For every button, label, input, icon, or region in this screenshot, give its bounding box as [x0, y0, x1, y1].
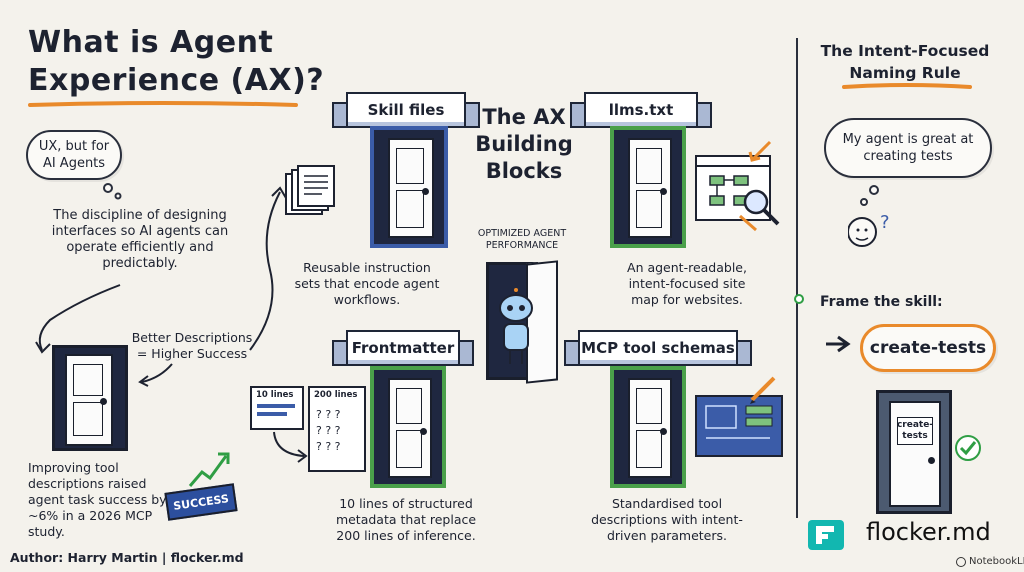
svg-text:? ? ?: ? ? ? — [316, 408, 341, 421]
svg-text:? ? ?: ? ? ? — [316, 424, 341, 437]
site-map-icon — [695, 140, 780, 232]
checkmark-icon — [955, 435, 981, 461]
trend-up-icon — [188, 452, 230, 487]
building-blocks-heading: The AX Building Blocks — [475, 105, 573, 183]
arrow-right-thick-icon — [826, 335, 851, 353]
ux-bubble-text: UX, but for AI Agents — [38, 139, 110, 171]
mcp-banner: MCP tool schemas — [564, 330, 752, 366]
notebook-icon — [956, 556, 966, 567]
arrow-right-icon — [273, 431, 308, 463]
skill-name-bubble: create-tests — [860, 324, 996, 372]
documents-icon — [285, 165, 335, 215]
doc-10-lines-label: 10 lines — [256, 390, 294, 400]
mcp-desc: Standardised tool descriptions with inte… — [591, 496, 743, 543]
llms-txt-banner: llms.txt — [570, 92, 712, 128]
skill-files-banner: Skill files — [332, 92, 480, 128]
section-divider — [796, 38, 798, 518]
create-tests-door-icon: create-tests — [876, 390, 952, 514]
question-marks-icon: ? ? ? ? ? ? ? ? ? — [316, 408, 341, 453]
door-sign-text: create-tests — [896, 420, 934, 441]
skill-files-door-icon — [370, 126, 448, 248]
success-label: SUCCESS — [172, 491, 230, 513]
title-underline — [28, 101, 298, 107]
brand-name: flocker.md — [866, 518, 991, 546]
svg-text:?: ? — [880, 212, 890, 233]
llms-door-icon — [610, 126, 686, 248]
frontmatter-label: Frontmatter — [351, 339, 455, 357]
curved-arrow-icon — [35, 284, 121, 354]
skill-name-text: create-tests — [869, 337, 987, 358]
skill-files-desc: Reusable instruction sets that encode ag… — [294, 260, 440, 307]
heading-underline — [842, 83, 972, 89]
curved-arrow-up-icon — [249, 186, 287, 351]
naming-rule-heading: The Intent-Focused Naming Rule — [820, 42, 990, 82]
mcp-door-icon — [610, 366, 686, 488]
optimized-label: OPTIMIZED AGENT PERFORMANCE — [477, 228, 567, 251]
svg-text:? ? ?: ? ? ? — [316, 440, 341, 453]
left-door-icon — [52, 345, 128, 451]
study-text: Improving tool descriptions raised agent… — [28, 460, 167, 539]
llms-txt-label: llms.txt — [608, 101, 674, 119]
doc-200-lines: 200 lines ? ? ? ? ? ? ? ? ? — [308, 386, 366, 472]
robot-agent-icon — [499, 288, 533, 364]
better-descriptions-text: Better Descriptions = Higher Success — [131, 330, 253, 361]
title-line-2: Experience (AX)? — [28, 63, 325, 98]
page-title: What is Agent Experience (AX)? — [28, 24, 324, 100]
mcp-label: MCP tool schemas — [581, 339, 735, 357]
skill-files-label: Skill files — [367, 101, 445, 119]
frame-skill-label: Frame the skill: — [820, 294, 943, 310]
brand-logo-icon — [808, 520, 844, 550]
ax-definition: The discipline of designing interfaces s… — [51, 208, 229, 271]
author-credit: Author: Harry Martin | flocker.md — [10, 550, 244, 565]
bubble-tail-icon — [103, 183, 122, 200]
notebooklm-badge: NotebookLM — [956, 556, 1024, 567]
bullet-dot-icon — [794, 294, 804, 304]
notebooklm-label: NotebookLM — [969, 556, 1024, 567]
title-line-1: What is Agent — [28, 25, 274, 60]
blueprint-icon — [695, 376, 783, 457]
frontmatter-banner: Frontmatter — [332, 330, 474, 366]
arrow-left-icon — [138, 363, 173, 387]
doc-200-lines-label: 200 lines — [314, 390, 358, 400]
frontmatter-desc: 10 lines of structured metadata that rep… — [335, 496, 477, 543]
thinking-person-icon: ? — [848, 185, 890, 247]
frontmatter-door-icon — [370, 366, 446, 488]
llms-txt-desc: An agent-readable, intent-focused site m… — [627, 260, 747, 307]
agent-thought-text: My agent is great at creating tests — [842, 132, 974, 164]
agent-thought-bubble: My agent is great at creating tests — [824, 118, 992, 178]
doc-10-lines: 10 lines — [250, 386, 304, 430]
ux-thought-bubble: UX, but for AI Agents — [26, 130, 122, 180]
